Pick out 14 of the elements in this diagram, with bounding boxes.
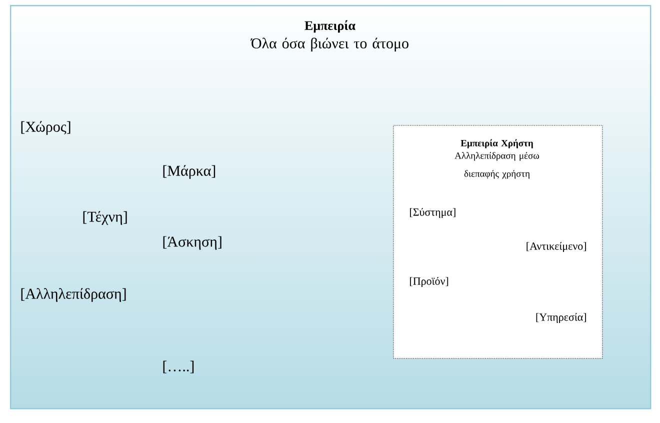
label: [Τέχνη]	[83, 211, 127, 225]
label: [Σύστημα]	[410, 208, 456, 218]
label: […..]	[163, 360, 194, 374]
heading: Εμπειρία Χρήστη	[460, 139, 533, 148]
label: [Αντικείμενο]	[526, 242, 586, 252]
label: [Αλληλεπίδραση]	[21, 288, 126, 302]
label: [Προϊόν]	[410, 276, 448, 288]
label: [Άσκηση]	[163, 236, 222, 250]
subheading: Όλα όσα βιώνει το άτομο	[250, 38, 408, 52]
heading: Εμπειρία	[304, 20, 356, 33]
label: [Χώρος]	[21, 121, 70, 135]
subheading: Αλληλεπίδραση μέσω διεπαφής χρήστη	[454, 152, 540, 179]
label: [Μάρκα]	[163, 165, 216, 179]
label: [Υπηρεσία]	[536, 312, 586, 324]
